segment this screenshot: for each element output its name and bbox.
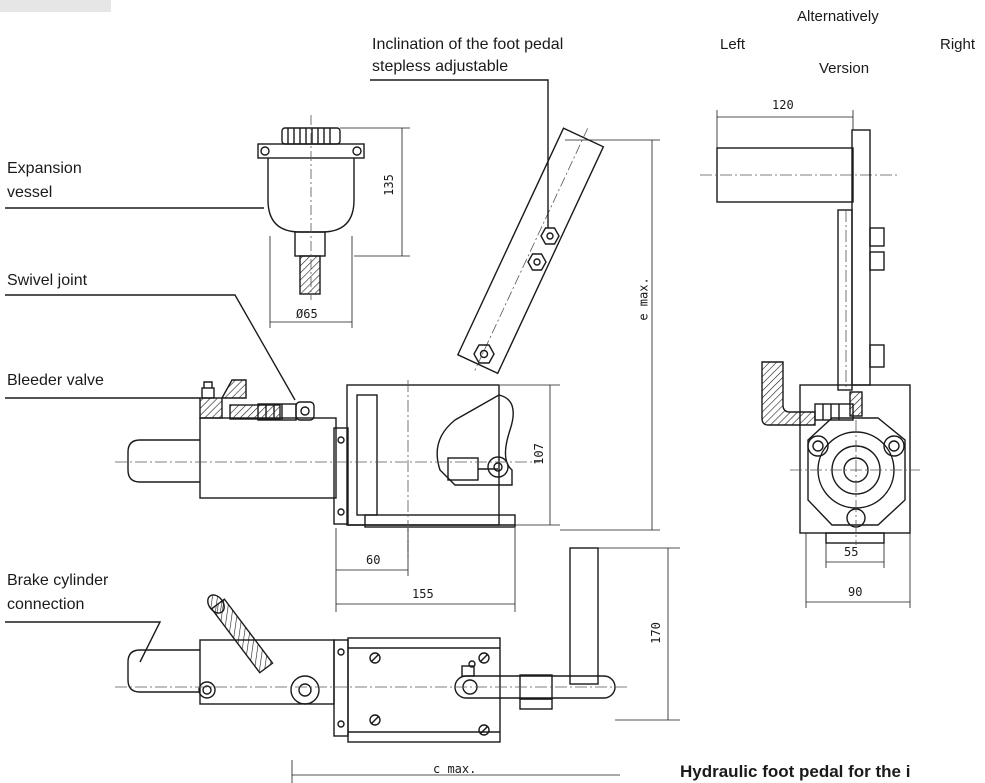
dim-155: 155: [412, 587, 434, 601]
dim-c-max: c max.: [433, 762, 477, 776]
pedal-top-view: [115, 547, 630, 743]
bleeder-valve-label: Bleeder valve: [7, 372, 104, 389]
dim-55: 55: [844, 545, 859, 559]
leader-brake-cylinder: [5, 621, 162, 663]
dim-120: 120: [772, 98, 794, 112]
leader-swivel-joint: [5, 294, 296, 401]
pedal-inclination-label-1: Inclination of the foot pedal: [372, 36, 564, 53]
figure-caption: Hydraulic foot pedal for the i: [680, 762, 911, 781]
dim-65: Ø65: [296, 307, 318, 321]
pedal-front-view: [700, 129, 920, 545]
alternatively-label: Alternatively: [797, 8, 879, 25]
right-version-label: Right: [940, 36, 976, 53]
dim-170: 170: [648, 622, 663, 644]
leader-pedal-inclination: [370, 79, 549, 228]
dim-107: 107: [531, 443, 546, 465]
expansion-vessel-drawing: [257, 115, 365, 300]
dim-60: 60: [366, 553, 381, 567]
expansion-vessel-label-1: Expansion: [7, 160, 82, 177]
pedal-side-view: [115, 127, 605, 560]
swivel-joint-label: Swivel joint: [7, 272, 88, 289]
version-label: Version: [819, 60, 870, 77]
dim-e-max: e max.: [636, 277, 651, 321]
dim-90: 90: [848, 585, 863, 599]
left-version-label: Left: [720, 36, 746, 53]
brake-cylinder-label-1: Brake cylinder: [7, 572, 109, 589]
expansion-vessel-label-2: vessel: [7, 184, 53, 201]
top-tab-stub: [0, 0, 111, 12]
brake-cylinder-label-2: connection: [7, 596, 85, 613]
pedal-inclination-label-2: stepless adjustable: [372, 58, 509, 75]
dim-135: 135: [381, 174, 396, 196]
